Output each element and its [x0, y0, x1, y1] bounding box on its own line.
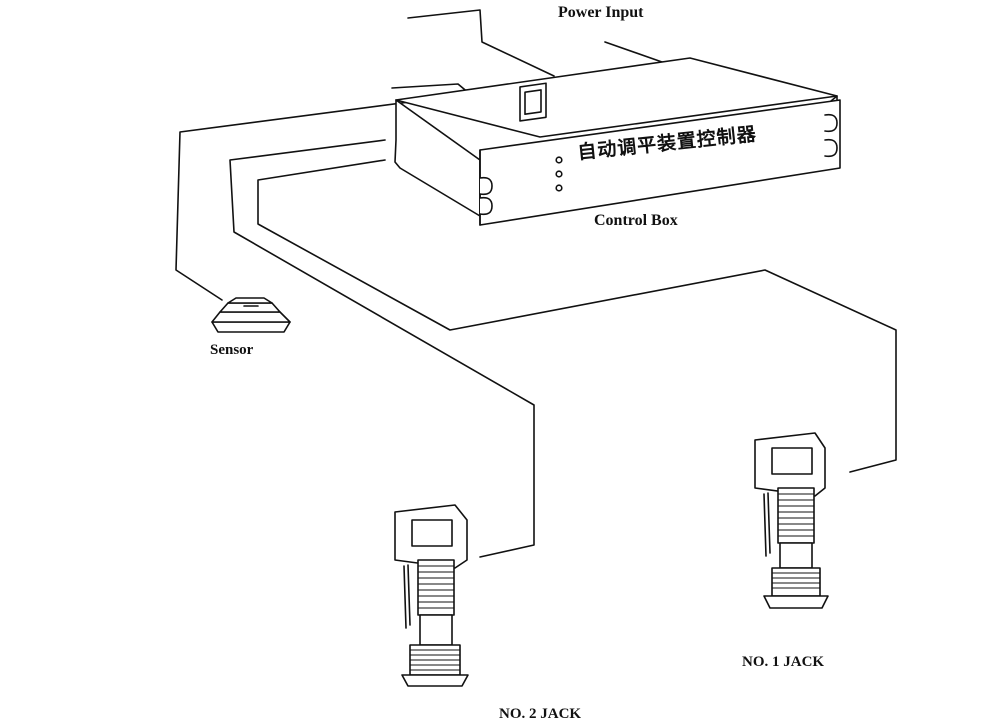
jack1-device	[754, 432, 829, 609]
sensor-cable	[175, 83, 471, 301]
jack2-cable	[229, 139, 535, 558]
sensor-label: Sensor	[210, 342, 254, 358]
jack1-label: NO. 1 JACK	[742, 654, 825, 670]
control-box-label: Control Box	[594, 212, 678, 229]
power-cable	[407, 9, 663, 77]
jack2-label: NO. 2 JACK	[499, 706, 582, 722]
jack2-device	[394, 504, 469, 687]
power-input-label: Power Input	[558, 4, 644, 21]
control-box	[394, 57, 841, 226]
sensor-device	[211, 297, 291, 333]
jack1-cable	[257, 159, 897, 473]
